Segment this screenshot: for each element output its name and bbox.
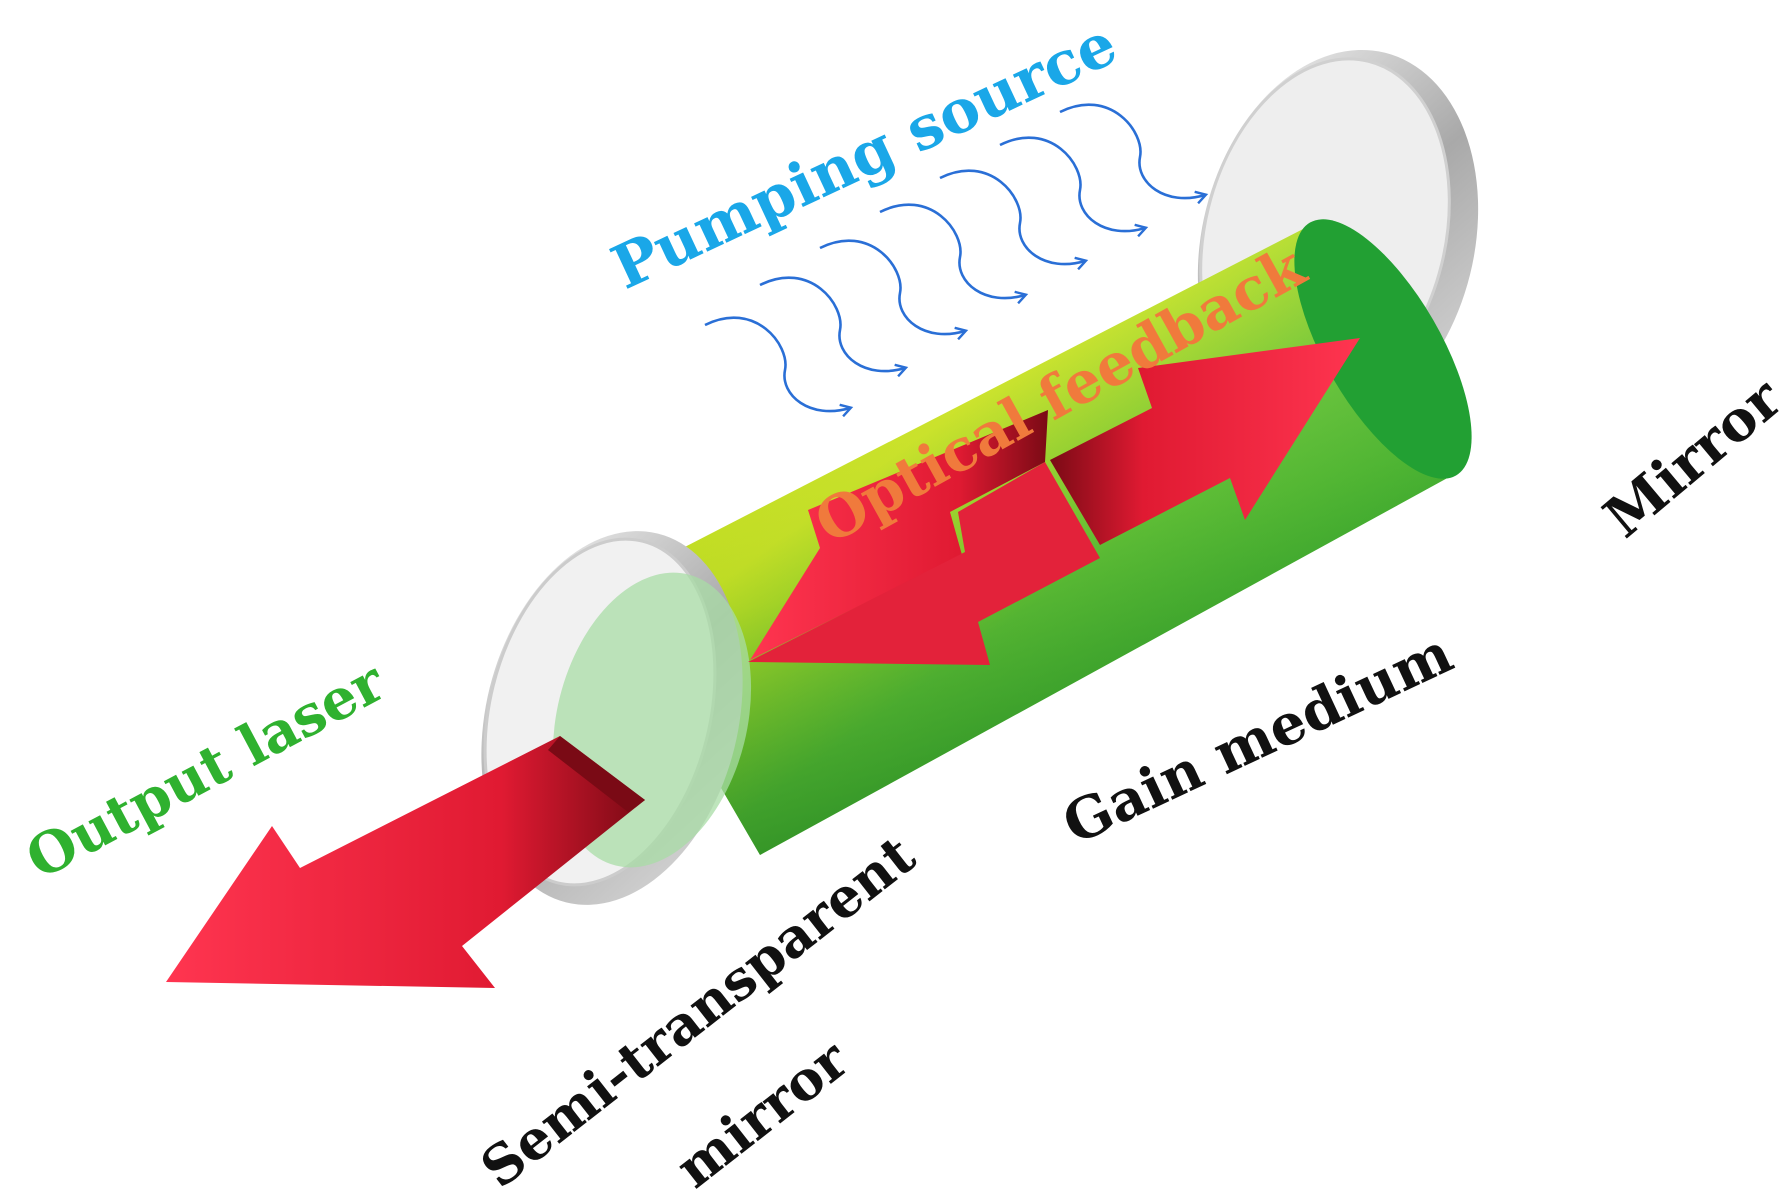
pump-wave-arrow (939, 169, 1085, 264)
pump-wave-arrow (879, 203, 1025, 298)
mirror-label: Mirror (1592, 365, 1779, 551)
pumping-source-label: Pumping source (602, 9, 1128, 304)
pump-wave-arrow (759, 276, 905, 371)
optical-feedback-arrow (748, 338, 1360, 665)
pump-wave-arrow (819, 239, 965, 334)
output-laser-arrow (166, 736, 645, 988)
pump-wave-arrow (999, 136, 1145, 231)
pump-wave-arrow (704, 316, 850, 411)
pumping-wave-arrows (704, 103, 1205, 411)
pump-wave-arrow (1059, 103, 1205, 198)
